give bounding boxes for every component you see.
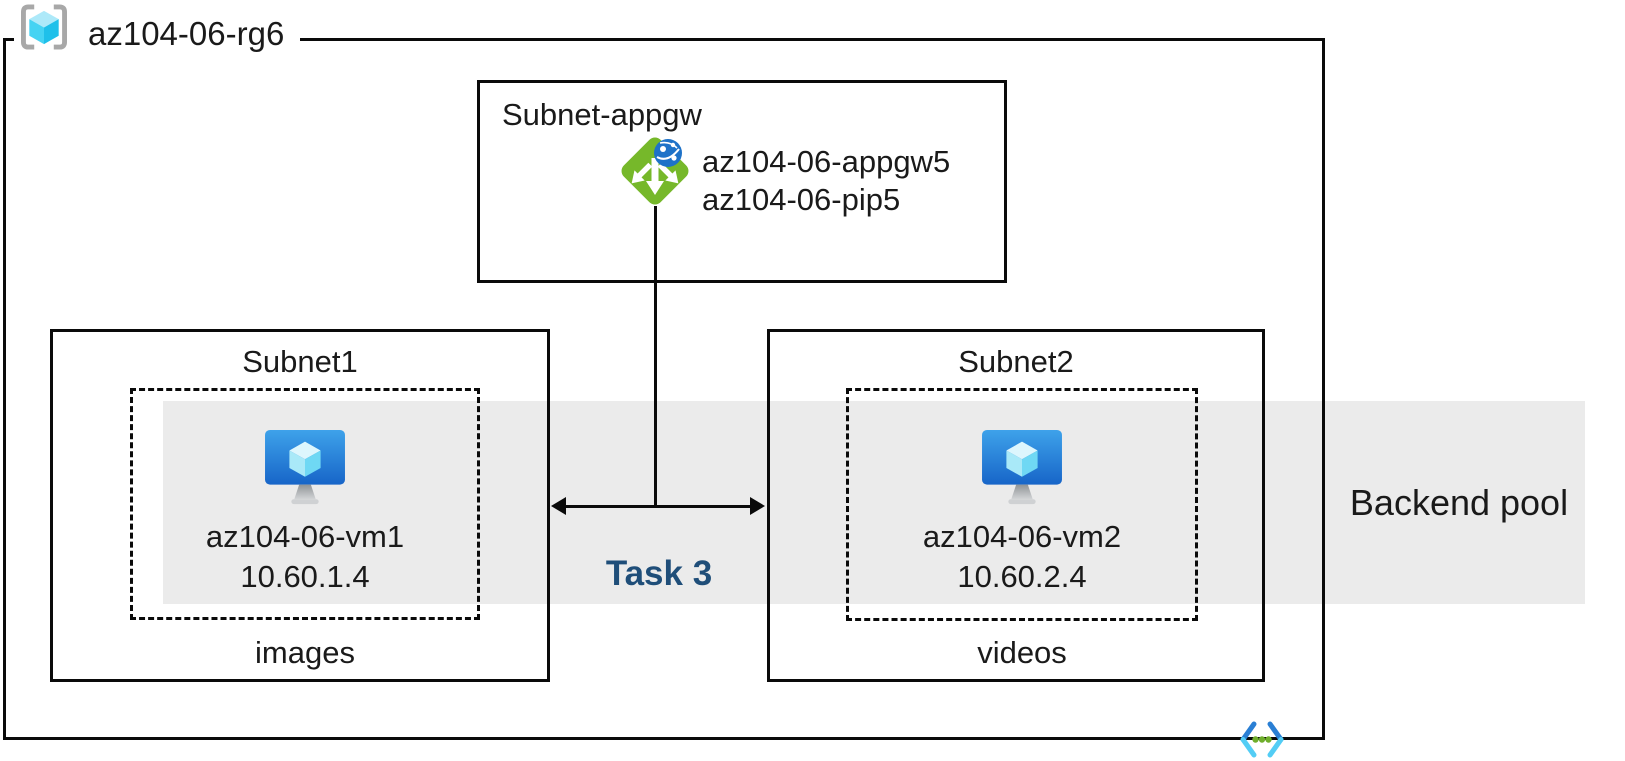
virtual-machine-icon <box>981 429 1063 507</box>
vm1-ip: 10.60.1.4 <box>240 559 370 594</box>
application-gateway-icon <box>621 137 689 205</box>
backend-arrow-line <box>563 505 753 508</box>
gateway-connector-line <box>654 206 657 507</box>
resource-group-icon <box>21 4 67 50</box>
vm1-name: az104-06-vm1 <box>205 519 405 554</box>
subnet1-vm-group: az104-06-vm1 10.60.1.4 <box>130 388 480 620</box>
subnet-appgw-title: Subnet-appgw <box>502 97 702 132</box>
subnet1-box: Subnet1 az104-06-vm1 10.60.1.4 images <box>50 329 550 682</box>
subnet2-title: Subnet2 <box>958 344 1074 379</box>
subnet2-vm-group: az104-06-vm2 10.60.2.4 <box>846 388 1198 621</box>
resource-group-border-gap <box>14 29 300 47</box>
arrow-head-right-icon <box>750 497 765 515</box>
subnet2-box: Subnet2 az104-06-vm2 10.60.2.4 videos <box>767 329 1265 682</box>
subnet-appgw-box: Subnet-appgw <box>477 80 1007 283</box>
task-label: Task 3 <box>605 554 713 593</box>
resource-group-box <box>3 38 1325 740</box>
pip-name: az104-06-pip5 <box>702 182 901 217</box>
subnet1-caption: images <box>255 635 355 670</box>
virtual-machine-icon <box>264 429 346 507</box>
virtual-network-icon <box>1240 721 1284 758</box>
vm2-ip: 10.60.2.4 <box>957 559 1087 594</box>
vm2-name: az104-06-vm2 <box>922 519 1122 554</box>
arrow-head-left-icon <box>551 497 566 515</box>
appgw-resource-names: az104-06-appgw5 az104-06-pip5 <box>702 143 950 219</box>
subnet2-caption: videos <box>977 635 1067 670</box>
backend-pool-band <box>163 401 1585 604</box>
backend-pool-label: Backend pool <box>1349 481 1569 523</box>
appgw-name: az104-06-appgw5 <box>702 144 951 179</box>
resource-group-name: az104-06-rg6 <box>88 15 285 52</box>
subnet1-title: Subnet1 <box>242 344 358 379</box>
